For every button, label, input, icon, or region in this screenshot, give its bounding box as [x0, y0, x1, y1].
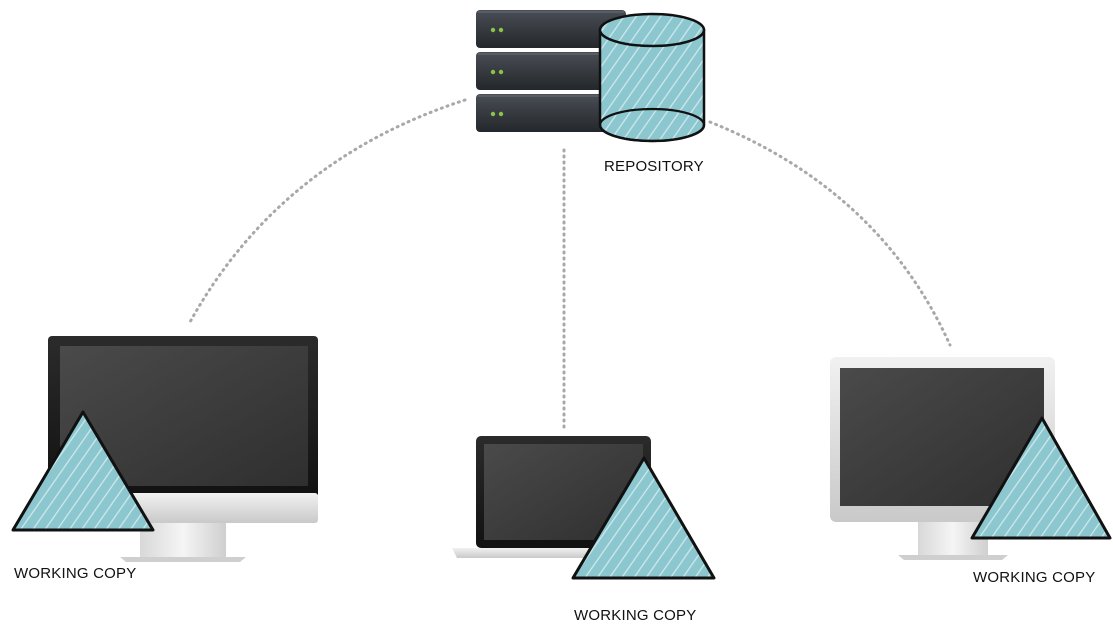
repository-label: REPOSITORY	[604, 158, 704, 175]
connector-right	[708, 120, 952, 347]
connector-left	[188, 98, 467, 324]
server-rack-icon	[476, 10, 626, 132]
working-copy-label-left: WORKING COPY	[14, 565, 137, 582]
working-copy-triangle-icon	[11, 410, 155, 532]
working-copy-triangle-icon	[571, 456, 716, 580]
working-copy-label-right: WORKING COPY	[973, 569, 1096, 586]
working-copy-label-center: WORKING COPY	[574, 607, 697, 624]
working-copy-triangle-icon	[970, 416, 1112, 540]
desktop-monitor-icon	[830, 357, 1055, 560]
database-cylinder-icon	[598, 12, 706, 143]
